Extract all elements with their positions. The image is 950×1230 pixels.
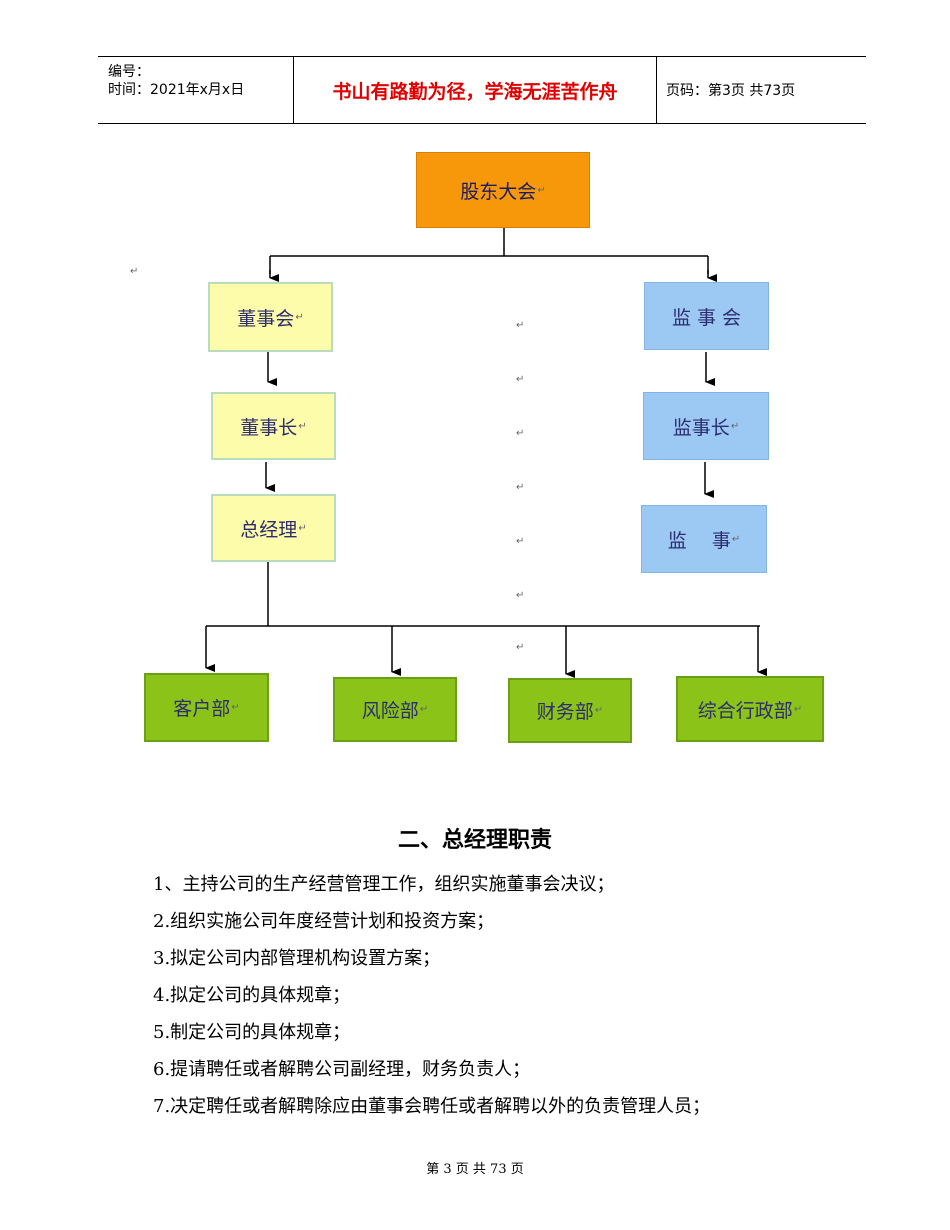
- duty-item: 1、主持公司的生产经营管理工作，组织实施董事会决议；: [153, 874, 615, 895]
- duty-item: 5.制定公司的具体规章；: [153, 1022, 351, 1043]
- header-info-cell: 编号： 时间：2021年x月x日: [98, 57, 294, 123]
- duty-item: 4.拟定公司的具体规章；: [153, 985, 351, 1006]
- return-mark: ↵: [298, 420, 307, 432]
- duty-item: 3.拟定公司内部管理机构设置方案；: [153, 948, 441, 969]
- org-node-dept-customer: 客户部↵: [144, 673, 269, 742]
- paragraph-mark: ↵: [130, 266, 139, 277]
- org-node-dept-finance: 财务部↵: [508, 678, 632, 743]
- paragraph-mark: ↵: [516, 482, 525, 493]
- node-label: 财务部: [536, 701, 594, 723]
- node-label: 总经理: [240, 518, 298, 541]
- paragraph-mark: ↵: [516, 428, 525, 439]
- node-label: 综合行政部: [697, 699, 793, 722]
- node-label: 风险部: [361, 700, 419, 722]
- return-mark: ↵: [295, 311, 304, 323]
- node-label: 股东大会: [460, 180, 537, 203]
- motto-text: 书山有路勤为径，学海无涯苦作舟: [332, 80, 618, 103]
- org-chart-connectors: [205, 228, 767, 678]
- node-label: 董事长: [240, 416, 298, 439]
- header-page-cell: 页码：第3页 共73页: [657, 57, 866, 123]
- time-label: 时间：2021年x月x日: [108, 82, 245, 98]
- node-label: 监事长: [672, 416, 730, 439]
- node-label: 监 事 会: [671, 306, 742, 329]
- doc-number-label: 编号：: [108, 64, 150, 80]
- org-chart: 股东大会↵ 董事会↵ 董事长↵ 总经理↵ 监 事 会 监事长↵ 监 事↵ 客户部…: [130, 152, 824, 743]
- paragraph-mark: ↵: [516, 374, 525, 385]
- org-node-board: 董事会↵: [208, 282, 333, 352]
- org-node-dept-risk: 风险部↵: [333, 677, 457, 742]
- page-header: 编号： 时间：2021年x月x日 书山有路勤为径，学海无涯苦作舟 页码：第3页 …: [98, 56, 866, 124]
- header-motto-cell: 书山有路勤为径，学海无涯苦作舟: [294, 57, 657, 123]
- return-mark: ↵: [594, 705, 604, 716]
- paragraph-mark: ↵: [516, 642, 525, 653]
- node-label: 董事会: [237, 307, 295, 330]
- return-mark: ↵: [298, 522, 307, 534]
- page-footer: 第 3 页 共 73 页: [426, 1162, 524, 1177]
- return-mark: ↵: [730, 420, 740, 432]
- org-node-chairman: 董事长↵: [211, 392, 336, 460]
- paragraph-mark: ↵: [516, 320, 525, 331]
- return-mark: ↵: [537, 184, 546, 196]
- org-node-dept-admin: 综合行政部↵: [676, 676, 824, 742]
- paragraph-mark: ↵: [516, 590, 525, 601]
- section-title: 二、总经理职责: [397, 827, 552, 853]
- return-mark: ↵: [731, 533, 741, 545]
- org-node-shareholders-meeting: 股东大会↵: [416, 152, 590, 228]
- page-info: 页码：第3页 共73页: [666, 83, 796, 99]
- org-node-supervisory-chair: 监事长↵: [643, 392, 769, 460]
- node-label: 客户部: [173, 698, 231, 720]
- duty-item: 7.决定聘任或者解聘除应由董事会聘任或者解聘以外的负责管理人员；: [153, 1096, 711, 1117]
- org-node-general-manager: 总经理↵: [211, 494, 336, 562]
- return-mark: ↵: [419, 704, 429, 715]
- org-node-supervisor: 监 事↵: [641, 505, 767, 573]
- duty-item: 2.组织实施公司年度经营计划和投资方案；: [153, 911, 495, 932]
- org-node-supervisory-board: 监 事 会: [644, 282, 769, 350]
- duty-item: 6.提请聘任或者解聘公司副经理，财务负责人；: [153, 1059, 531, 1080]
- node-label: 监 事: [667, 529, 731, 552]
- return-mark: ↵: [793, 703, 803, 715]
- return-mark: ↵: [231, 702, 240, 713]
- paragraph-mark: ↵: [516, 536, 525, 547]
